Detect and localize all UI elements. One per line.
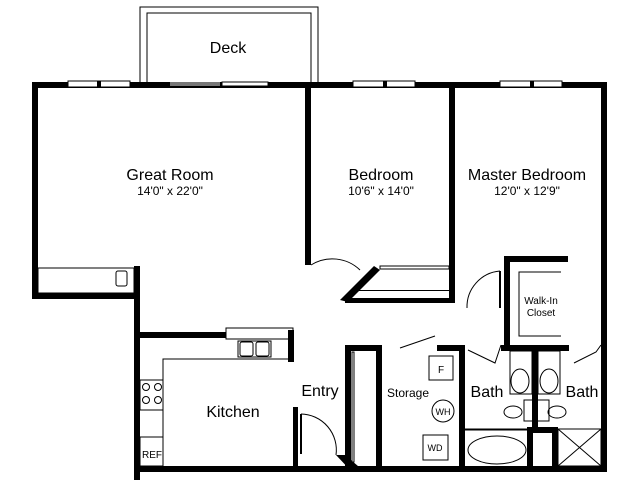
great-room-dims: 14'0" x 22'0" — [137, 184, 203, 198]
storage-label: Storage — [387, 386, 429, 400]
walk-in-closet: Walk-In Closet — [504, 256, 568, 348]
great-room: Great Room 14'0" x 22'0" — [37, 167, 214, 294]
bedroom: Bedroom 10'6" x 14'0" — [305, 82, 455, 303]
kitchen-label: Kitchen — [206, 404, 259, 421]
master-bedroom-dims: 12'0" x 12'9" — [494, 184, 560, 198]
master-bedroom-label: Master Bedroom — [468, 167, 586, 184]
furnace-label: F — [438, 365, 444, 376]
deck: Deck — [139, 6, 319, 84]
bedroom-label: Bedroom — [349, 167, 414, 184]
kitchen: REF Kitchen — [134, 327, 294, 467]
bathrooms: Bath Bath — [459, 344, 602, 472]
water-heater-label: WH — [436, 407, 451, 417]
refrigerator-label: REF — [142, 450, 162, 461]
great-room-label: Great Room — [126, 167, 213, 184]
bedroom-dims: 10'6" x 14'0" — [348, 184, 414, 198]
bath-1-label: Bath — [471, 384, 504, 401]
exterior-walls — [32, 82, 607, 480]
windows — [67, 80, 563, 88]
entry: Entry — [293, 345, 376, 472]
deck-label: Deck — [210, 40, 247, 57]
master-bedroom: Master Bedroom 12'0" x 12'9" — [466, 167, 586, 309]
storage: F WH WD Storage — [376, 335, 465, 470]
washer-dryer-label: WD — [428, 443, 443, 453]
bath-2-label: Bath — [566, 384, 599, 401]
walk-in-label-1: Walk-In — [524, 296, 558, 307]
entry-label: Entry — [301, 383, 338, 400]
walk-in-label-2: Closet — [527, 308, 556, 319]
